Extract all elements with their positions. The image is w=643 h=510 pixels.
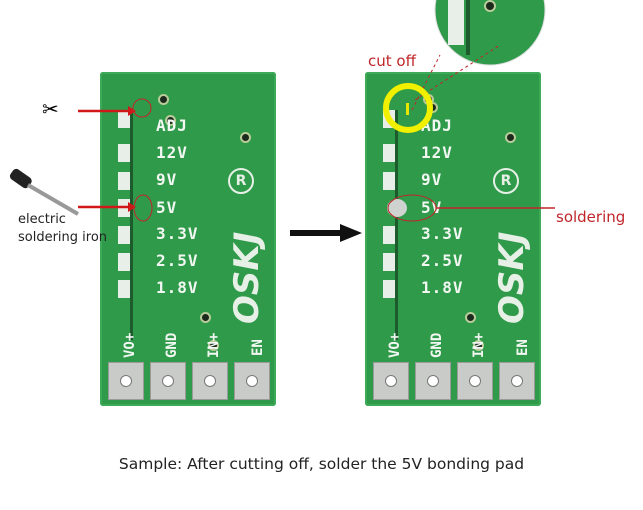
trace — [395, 110, 398, 340]
trace — [130, 110, 133, 340]
pad-3v3 — [118, 226, 130, 244]
terminal-in — [192, 362, 228, 400]
terminal-en — [234, 362, 270, 400]
soldering-label: soldering — [556, 208, 626, 226]
solder-circle — [387, 194, 437, 222]
arrow-right-head — [340, 224, 362, 242]
label-adj: ADJ — [156, 116, 188, 135]
scissors-icon: ✂ — [42, 97, 59, 121]
pad-2v5 — [383, 253, 395, 271]
label-5v: 5V — [156, 198, 178, 217]
via — [465, 312, 476, 323]
board-before: ADJ 12V 9V 5V 3.3V 2.5V 1.8V R OSKJ VO+ … — [100, 72, 276, 406]
iron-label: electric soldering iron — [18, 212, 108, 245]
label-1v8: 1.8V — [421, 278, 464, 297]
pad-3v3 — [383, 226, 395, 244]
terminal-gnd — [415, 362, 451, 400]
registered-mark: R — [493, 168, 519, 194]
terminal-in — [457, 362, 493, 400]
soldering-iron-icon — [9, 168, 80, 216]
pad-adj — [118, 110, 130, 128]
solder-target-circle — [133, 194, 153, 222]
label-12v: 12V — [156, 143, 188, 162]
registered-mark: R — [228, 168, 254, 194]
cut-highlight-circle — [383, 83, 433, 133]
label-9v: 9V — [156, 170, 178, 189]
cut-mark — [406, 103, 409, 115]
label-5v: 5V — [421, 198, 443, 217]
cut-arrow-head — [128, 106, 136, 116]
terminal-vo — [373, 362, 409, 400]
pad-9v — [383, 172, 395, 190]
iron-arrow-head — [128, 202, 136, 212]
pad-9v — [118, 172, 130, 190]
terminal-en — [499, 362, 535, 400]
label-3v3: 3.3V — [156, 224, 199, 243]
via — [165, 115, 176, 126]
pad-12v — [383, 144, 395, 162]
label-1v8: 1.8V — [156, 278, 199, 297]
via — [208, 340, 219, 351]
inset-trace — [466, 0, 470, 55]
cut-off-label: cut off — [368, 52, 416, 70]
pad-1v8 — [118, 280, 130, 298]
inset-leader — [411, 54, 441, 111]
cut-circle — [132, 98, 152, 118]
inset-leader — [414, 44, 501, 101]
pad-12v — [118, 144, 130, 162]
pad-2v5 — [118, 253, 130, 271]
inset-pad — [448, 0, 464, 45]
label-3v3: 3.3V — [421, 224, 464, 243]
terminal-vo — [108, 362, 144, 400]
label-12v: 12V — [421, 143, 453, 162]
via — [158, 94, 169, 105]
pad-1v8 — [383, 280, 395, 298]
label-9v: 9V — [421, 170, 443, 189]
inset-via — [484, 0, 496, 12]
via — [505, 132, 516, 143]
label-2v5: 2.5V — [156, 251, 199, 270]
via — [200, 312, 211, 323]
via — [240, 132, 251, 143]
caption: Sample: After cutting off, solder the 5V… — [118, 455, 525, 473]
solder-blob-5v — [387, 199, 407, 217]
arrow-right-icon — [290, 230, 342, 236]
via — [473, 340, 484, 351]
label-2v5: 2.5V — [421, 251, 464, 270]
terminal-gnd — [150, 362, 186, 400]
